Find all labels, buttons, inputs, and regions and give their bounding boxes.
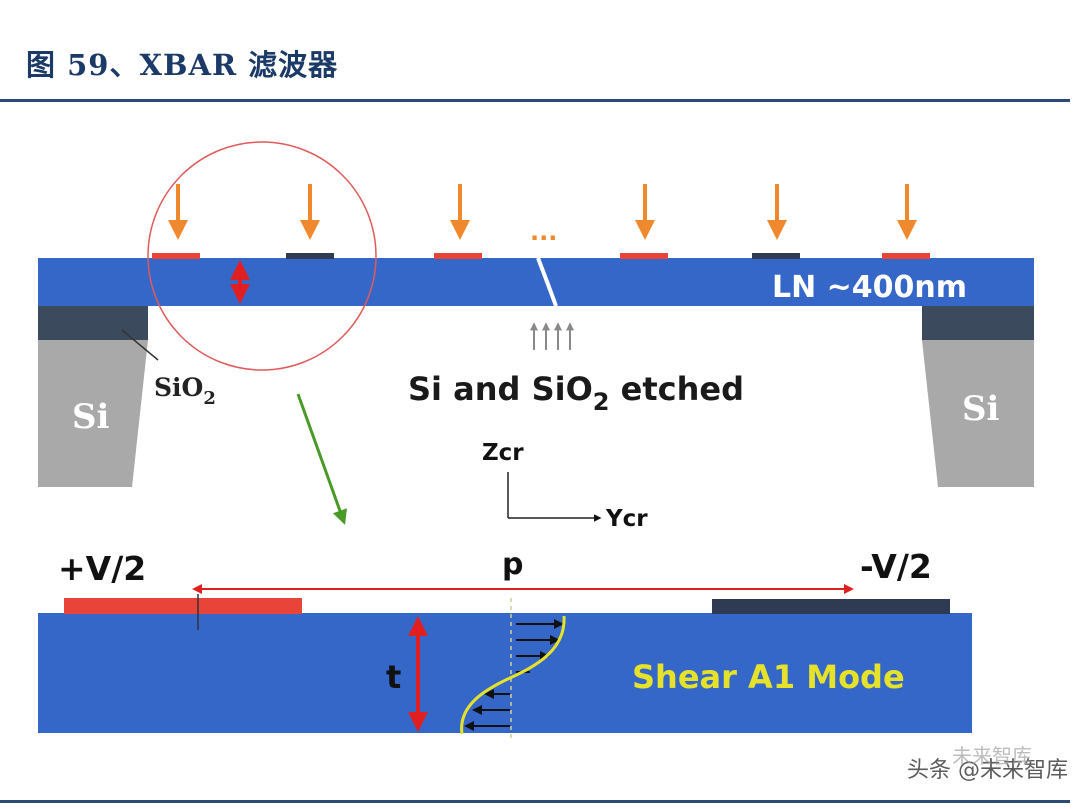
mode-label: Shear A1 Mode (632, 658, 905, 696)
sio2-label: SiO2 (154, 373, 216, 409)
si-label-left: Si (72, 397, 110, 437)
axis-y-label: Ycr (605, 506, 648, 532)
pitch-label: p (502, 547, 523, 582)
sio2-layer-left (38, 306, 148, 340)
ellipsis-label: ... (530, 218, 557, 246)
sio2-layer-right (922, 306, 1034, 340)
watermark-text: 头条 @未来智库 (907, 758, 1068, 783)
etched-label: Si and SiO2 etched (408, 370, 744, 416)
electrode-2 (286, 253, 334, 259)
bottom-divider (0, 800, 1070, 803)
minus-v-label: -V/2 (860, 547, 932, 586)
sio2-pointer (121, 329, 159, 361)
plus-electrode (64, 598, 302, 614)
thickness-label: t (386, 658, 401, 696)
plus-v-label: +V/2 (58, 549, 146, 588)
electrode-4 (620, 253, 668, 259)
minus-electrode (712, 599, 950, 614)
zoom-arrow (296, 393, 347, 525)
ln-membrane (38, 258, 1034, 306)
ln-label: LN ~400nm (772, 270, 967, 305)
si-label-right: Si (962, 389, 1000, 429)
si-support-right (922, 340, 1034, 487)
figure-title: 图 59、XBAR 滤波器 (26, 48, 339, 82)
watermark-sub: 未来智库 (952, 744, 1032, 768)
membrane-break (536, 257, 558, 307)
si-support-left (38, 340, 148, 487)
axis-z-label: Zcr (482, 440, 524, 466)
title-divider (0, 99, 1070, 102)
electrode-3 (434, 253, 482, 259)
watermark: 未来智库 头条 @未来智库 (907, 744, 1068, 784)
electrode-6 (882, 253, 930, 259)
electrode-1 (152, 253, 200, 259)
ln-detail-slab (38, 613, 972, 733)
shear-profile-curve (460, 615, 566, 735)
zoom-circle (147, 141, 377, 371)
electrode-5 (752, 253, 800, 259)
